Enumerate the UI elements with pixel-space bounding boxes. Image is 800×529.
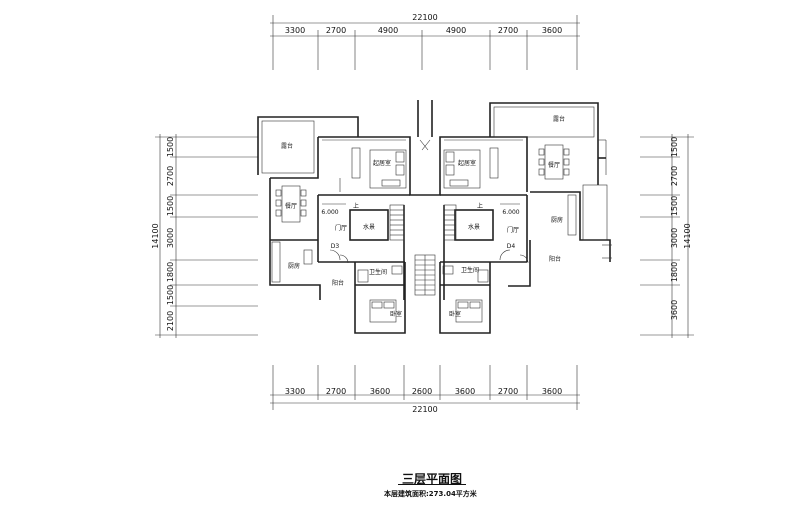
dim-left-seg: 3000: [166, 228, 175, 248]
label-level-left: 6.000: [321, 209, 338, 216]
dim-right-seg: 1500: [670, 196, 679, 216]
label-bedroom-right: 卧室: [449, 310, 461, 318]
label-kitchen-left: 厨房: [288, 262, 300, 270]
label-bath-right: 卫生间: [461, 266, 479, 274]
dim-right-seg: 3000: [670, 228, 679, 248]
label-balcony-left: 阳台: [332, 279, 344, 287]
stair-center: [414, 254, 436, 296]
dim-top-seg: 4900: [378, 26, 398, 35]
label-dining-left: 餐厅: [285, 202, 297, 210]
label-door-right: D4: [507, 243, 516, 250]
dim-left-seg: 1800: [166, 262, 175, 282]
dining-table-left: [275, 185, 307, 223]
title-underline: [398, 484, 466, 485]
kitchen-left-counter: [271, 241, 313, 283]
label-hall-right: 门厅: [507, 226, 519, 234]
bottom-dimension-chain: 3300 2700 3600 2600 3600 2700 3600 22100: [270, 365, 580, 414]
left-dimension-chain: 14100 1500 2700 1500 3000 1800 1500 2100: [151, 134, 258, 338]
dim-bottom-total: 22100: [412, 405, 437, 414]
floor-area-note: 本层建筑面积:273.04平方米: [384, 490, 477, 498]
label-living-right: 起居室: [458, 159, 476, 167]
living-furniture-right: [443, 147, 499, 189]
label-void-left: 水景: [363, 223, 375, 231]
dim-left-total: 14100: [151, 223, 160, 248]
top-dimension-chain: 22100 3300 2700 4900 4900 2700 3600: [270, 13, 580, 70]
label-door-left: D3: [331, 243, 340, 250]
drawing-title: 三层平面图: [402, 472, 463, 486]
label-up-right: 上: [477, 202, 483, 210]
dim-top-seg: 2700: [326, 26, 346, 35]
room-labels: 露台 露台 起居室 起居室 餐厅 餐厅 厨房 厨房 水景 水景 门厅 门厅 卫生…: [281, 115, 565, 318]
dim-top-seg: 4900: [446, 26, 466, 35]
dim-right-seg: 1800: [670, 262, 679, 282]
dining-table-right: [538, 144, 570, 180]
label-bath-left: 卫生间: [369, 268, 387, 276]
right-dimension-chain: 1500 2700 1500 3000 1800 3600 14100: [640, 134, 694, 338]
kitchen-right-counter: [567, 194, 577, 236]
label-kitchen-right: 厨房: [551, 216, 563, 224]
living-furniture-left: [339, 147, 407, 192]
bed-right: [455, 299, 483, 323]
label-level-right: 6.000: [502, 209, 519, 216]
dim-bottom-seg: 3600: [370, 387, 390, 396]
dim-bottom-seg: 2700: [498, 387, 518, 396]
dim-bottom-seg: 2700: [326, 387, 346, 396]
dim-top-seg: 3300: [285, 26, 305, 35]
label-void-right: 水景: [468, 223, 480, 231]
stair-right: [443, 204, 457, 241]
doors: [322, 139, 529, 264]
label-up-left: 上: [353, 202, 359, 210]
label-terrace-left: 露台: [281, 142, 293, 150]
dim-left-seg: 2700: [166, 166, 175, 186]
dim-right-seg: 1500: [670, 137, 679, 157]
dim-bottom-seg: 2600: [412, 387, 432, 396]
dim-right-total: 14100: [683, 223, 692, 248]
stair-left: [389, 204, 405, 241]
label-hall-left: 门厅: [335, 224, 347, 232]
label-bedroom-left: 卧室: [390, 310, 402, 318]
dim-top-total: 22100: [412, 13, 437, 22]
dim-bottom-seg: 3300: [285, 387, 305, 396]
bath-fixtures: [357, 265, 489, 283]
label-terrace-right: 露台: [553, 115, 565, 123]
label-dining-right: 餐厅: [548, 161, 560, 169]
dim-left-seg: 2100: [166, 311, 175, 331]
dim-left-seg: 1500: [166, 285, 175, 305]
dim-left-seg: 1500: [166, 137, 175, 157]
bed-left: [369, 299, 397, 323]
dim-top-seg: 2700: [498, 26, 518, 35]
dim-right-seg: 3600: [670, 300, 679, 320]
right-side-structures: [598, 157, 612, 259]
dim-top-seg: 3600: [542, 26, 562, 35]
dim-right-seg: 2700: [670, 166, 679, 186]
dim-left-seg: 1500: [166, 196, 175, 216]
label-balcony-right: 阳台: [549, 255, 561, 263]
dim-bottom-seg: 3600: [455, 387, 475, 396]
label-living-left: 起居室: [373, 159, 391, 167]
dim-bottom-seg: 3600: [542, 387, 562, 396]
